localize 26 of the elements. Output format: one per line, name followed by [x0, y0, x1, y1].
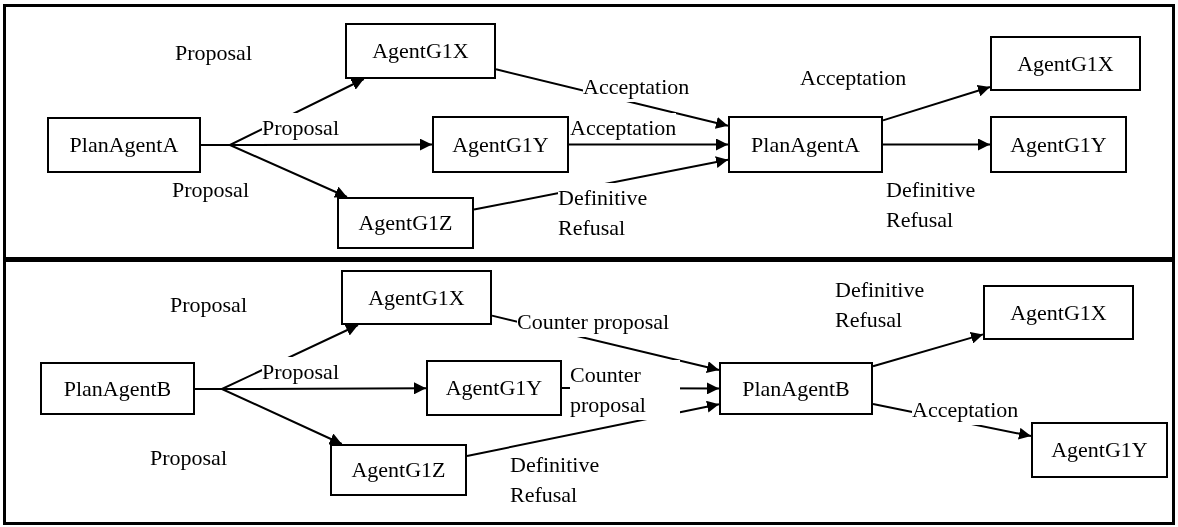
agent-box: AgentG1X — [341, 270, 492, 325]
agent-box: AgentG1X — [983, 285, 1134, 340]
edge-label: Acceptation — [570, 113, 677, 143]
agent-box: AgentG1Y — [432, 116, 569, 173]
agent-box: AgentG1Z — [330, 444, 467, 496]
agent-box: AgentG1Y — [990, 116, 1127, 173]
agent-box: PlanAgentB — [719, 362, 873, 415]
panel-frame — [3, 4, 1175, 260]
arrow — [882, 138, 991, 151]
agent-box: AgentG1Y — [1031, 422, 1168, 478]
agent-box: PlanAgentA — [728, 116, 883, 173]
edge-label: Proposal — [262, 357, 339, 387]
agent-box: PlanAgentA — [47, 117, 201, 173]
agent-box: AgentG1X — [990, 36, 1141, 91]
arrow — [872, 331, 984, 368]
agent-box: AgentG1Z — [337, 197, 474, 249]
agent-box: PlanAgentB — [40, 362, 195, 415]
edge-label: Proposal — [262, 113, 339, 143]
edge-label: Counter proposal — [570, 360, 680, 420]
arrow — [568, 138, 729, 151]
arrow — [200, 144, 348, 198]
agent-box: AgentG1Y — [426, 360, 562, 416]
agent-box: AgentG1X — [345, 23, 496, 79]
panel-frame — [3, 259, 1175, 525]
arrow — [194, 387, 343, 445]
arrow — [882, 84, 991, 122]
